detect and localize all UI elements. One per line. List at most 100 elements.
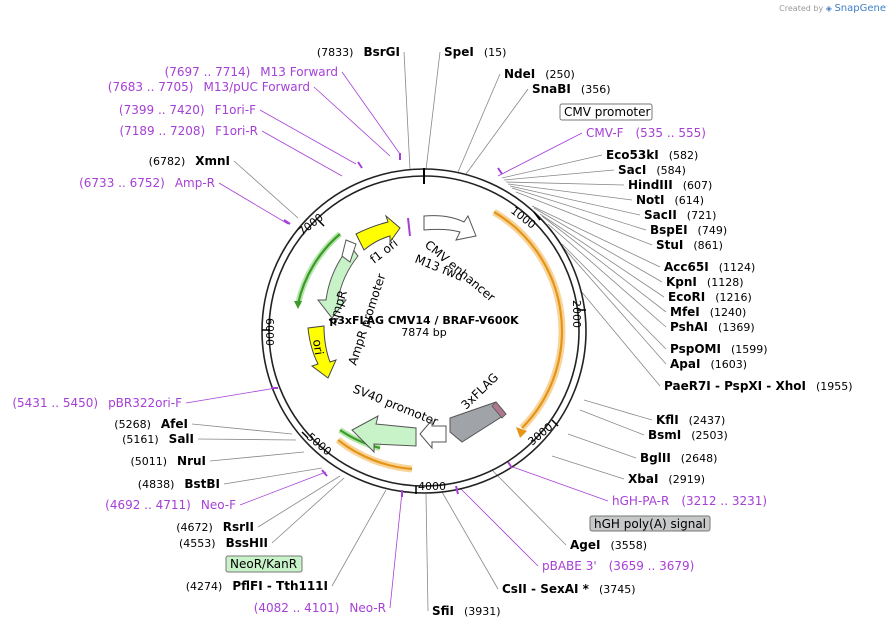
site-position: (3212 .. 3231) xyxy=(681,494,767,508)
site-name: AfeI xyxy=(161,417,188,431)
site-sali: (5161)SalI xyxy=(122,432,194,446)
site-position: (6782) xyxy=(149,155,186,168)
leader-bsshii xyxy=(271,477,345,544)
site-name: CsII - SexAI * xyxy=(502,582,590,596)
site-name: BsmI xyxy=(648,428,681,442)
site-name: pBABE 3' xyxy=(542,559,597,573)
leader-ecori xyxy=(539,213,665,298)
leader-afei xyxy=(191,423,293,435)
leader-pshai xyxy=(547,223,667,328)
leader-kpni xyxy=(533,207,663,283)
leader-amp-r xyxy=(218,182,289,225)
site-position: (2437) xyxy=(689,414,726,427)
site-eco53ki: Eco53kI (582) xyxy=(606,148,698,162)
site-position: (1128) xyxy=(707,276,744,289)
site-position: (535 .. 555) xyxy=(635,126,705,140)
site-name: SpeI xyxy=(444,45,474,59)
site-neo-r: (4082 .. 4101)Neo-R xyxy=(254,601,386,615)
site-name: CMV-F xyxy=(586,126,624,140)
credit-prefix: Created by xyxy=(779,4,824,13)
site-name: BssHII xyxy=(226,536,268,550)
ring-ticks xyxy=(262,168,586,494)
leader-bsmi xyxy=(579,409,645,436)
feature-arcs xyxy=(272,153,566,497)
snapgene-credit: Created by ◈ SnapGene xyxy=(779,3,886,14)
site-noti: NotI(614) xyxy=(636,193,704,207)
site-pshai: PshAI(1369) xyxy=(670,320,755,334)
site-position: (582) xyxy=(669,149,699,162)
sv40-promoter-arrow xyxy=(351,415,417,454)
leader-agei xyxy=(491,469,567,546)
leader-noti xyxy=(507,183,633,201)
site-name: pBR322ori-F xyxy=(108,396,182,410)
tick-2000: 2000 xyxy=(570,300,583,328)
site-position: (1599) xyxy=(731,343,768,356)
site-name: ApaI xyxy=(670,357,700,371)
site-name: StuI xyxy=(656,238,683,252)
leader-sfii xyxy=(425,493,429,612)
site-name: hGH-PA-R xyxy=(612,494,669,508)
site-ecori: EcoRI(1216) xyxy=(668,290,752,304)
boxed-label-cmv-promoter: CMV promoter xyxy=(559,103,653,121)
site-position: (5268) xyxy=(114,418,151,431)
boxed-label-hgh-polya: hGH poly(A) signal xyxy=(589,515,711,532)
site-kpni: KpnI (1128) xyxy=(666,275,743,289)
site-name: M13 Forward xyxy=(260,65,338,79)
tick-6000: 6000 xyxy=(263,318,276,346)
site-name: SnaBI xyxy=(532,82,571,96)
feature-sv40-promoter: SV40 promoter xyxy=(351,382,440,429)
site-position: (3659 .. 3679) xyxy=(609,559,695,573)
svg-text:NeoR/KanR: NeoR/KanR xyxy=(230,557,297,571)
site-apai: ApaI(1603) xyxy=(670,357,747,371)
site-name: AgeI xyxy=(570,538,600,552)
site-saci: SacI (584) xyxy=(618,163,686,177)
site-position: (2503) xyxy=(691,429,728,442)
site-neo-f: (4692 .. 4711)Neo-F xyxy=(105,498,236,512)
site-name: KpnI xyxy=(666,275,697,289)
site-acc65i: Acc65I (1124) xyxy=(664,260,755,274)
site-position: (3745) xyxy=(599,583,636,596)
leader-rsrii xyxy=(257,475,341,528)
site-position: (3931) xyxy=(464,605,501,618)
site-position: (1216) xyxy=(715,291,752,304)
site-position: (1369) xyxy=(718,321,755,334)
site-name: BsrGI xyxy=(363,45,400,59)
site-position: (5011) xyxy=(130,455,167,468)
plasmid-name: p3xFLAG CMV14 / BRAF-V600K xyxy=(329,314,519,327)
leader-sacii xyxy=(509,185,641,216)
site-position: (2648) xyxy=(681,452,718,465)
leader-lines xyxy=(185,51,667,612)
leader-saci xyxy=(503,169,615,181)
site-position: (1955) xyxy=(816,380,853,393)
site-position: (584) xyxy=(656,164,686,177)
site-pbr322ori-f: (5431 .. 5450) pBR322ori-F xyxy=(12,396,182,410)
leader-m13-forward xyxy=(341,71,401,155)
site-name: Acc65I xyxy=(664,260,709,274)
site-position: (749) xyxy=(698,224,728,237)
site-name: NruI xyxy=(177,454,206,468)
svg-text:hGH poly(A) signal: hGH poly(A) signal xyxy=(594,517,706,531)
leader-paer7i-pspxi-xhoi xyxy=(579,289,661,387)
site-position: (1124) xyxy=(719,261,756,274)
leader-neo-f xyxy=(239,471,327,506)
site-name: SfiI xyxy=(432,604,454,618)
leader-f1ori-r xyxy=(261,130,343,177)
site-position: (5431 .. 5450) xyxy=(12,396,98,410)
site-position: (6733 .. 6752) xyxy=(79,176,165,190)
site-position: (614) xyxy=(675,194,705,207)
site-f1ori-r: (7189 .. 7208)F1ori-R xyxy=(119,124,258,138)
boxed-label-neor-kanr: NeoR/KanR xyxy=(225,555,303,573)
leader-bstbi xyxy=(223,467,323,485)
site-name: SacI xyxy=(618,163,646,177)
site-bsshii: (4553) BssHII xyxy=(179,536,268,550)
site-position: (4553) xyxy=(179,537,216,550)
leader-xmni xyxy=(233,160,299,219)
leader-pflfi-tth111i xyxy=(331,489,387,587)
leader-sali xyxy=(197,438,297,441)
site-name: MfeI xyxy=(670,305,700,319)
site-name: F1ori-R xyxy=(215,124,258,138)
site-position: (7683 .. 7705) xyxy=(108,80,194,94)
site-name: Eco53kI xyxy=(606,148,659,162)
site-cmv-f: CMV-F (535 .. 555) xyxy=(586,126,706,140)
leader-stui xyxy=(515,191,653,246)
